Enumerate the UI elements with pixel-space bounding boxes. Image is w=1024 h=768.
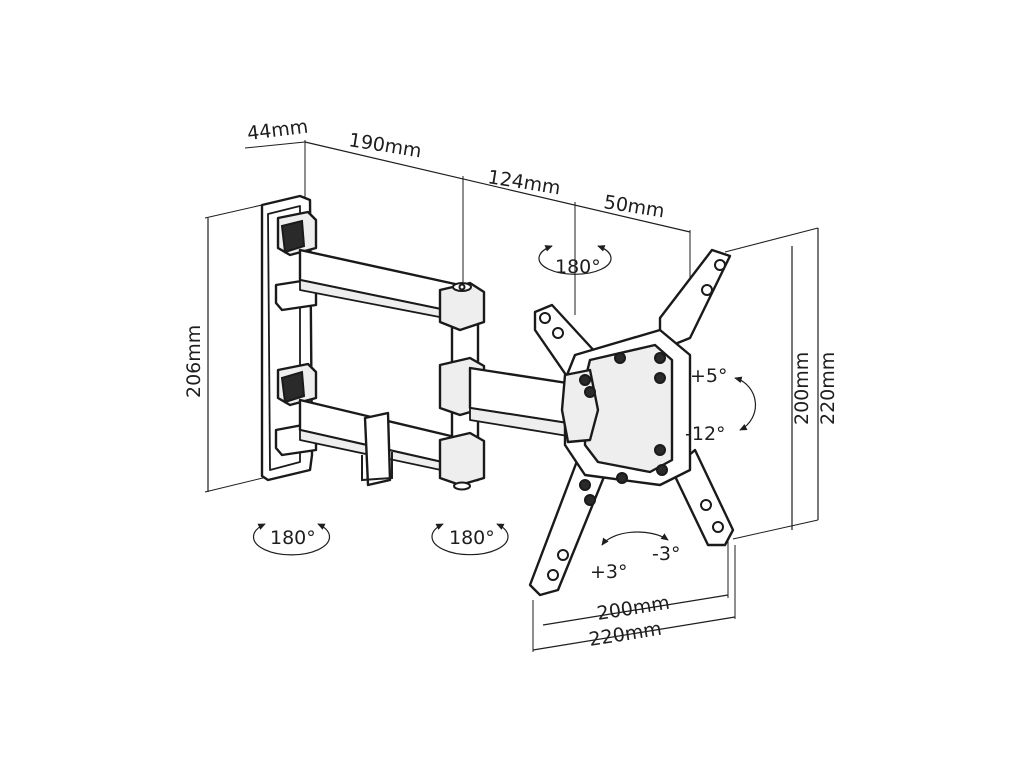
- vesa-plate: [528, 248, 735, 597]
- level-plus-label: +3°: [590, 561, 628, 583]
- arm-long-label: 190mm: [347, 129, 423, 162]
- dimension-lines: [204, 140, 819, 652]
- articulating-arms: [298, 248, 582, 491]
- plate-offset-label: 50mm: [602, 191, 666, 222]
- arm-short-label: 124mm: [486, 166, 562, 199]
- tilt-down-label: -12°: [685, 423, 726, 445]
- depth-label: 44mm: [246, 116, 309, 145]
- vesa-inner-vertical-label: 200mm: [791, 352, 813, 425]
- wall-plate: [260, 194, 318, 482]
- level-minus-label: -3°: [652, 543, 680, 565]
- wall-plate-height-label: 206mm: [183, 325, 205, 398]
- tilt-up-label: +5°: [690, 365, 728, 387]
- swivel-middle-label: 180°: [449, 527, 495, 549]
- rotation-arcs: [252, 245, 757, 556]
- swivel-top-label: 180°: [555, 256, 601, 278]
- swivel-wall-label: 180°: [270, 527, 316, 549]
- vesa-outer-vertical-label: 220mm: [817, 352, 839, 425]
